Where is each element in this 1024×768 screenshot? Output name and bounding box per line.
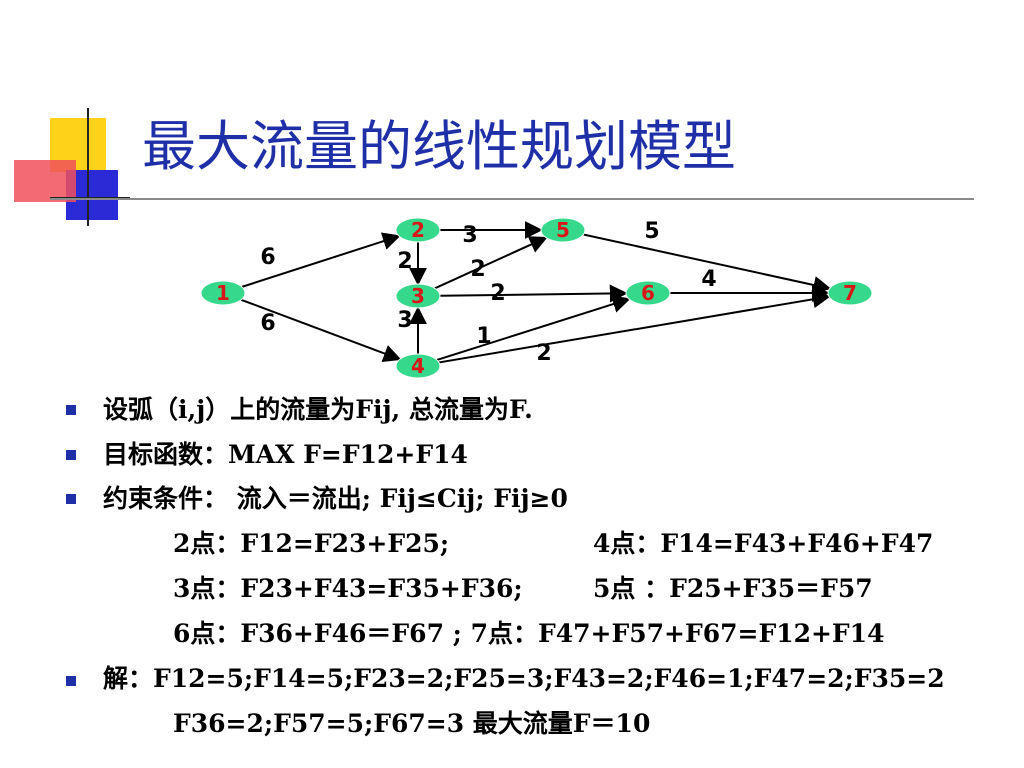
bullet-marker xyxy=(66,405,76,415)
edge-1-4 xyxy=(240,298,402,362)
red-square xyxy=(14,160,76,202)
edge-capacity-6-7: 4 xyxy=(701,267,716,292)
page-title: 最大流量的线性规划模型 xyxy=(142,115,736,178)
node-label-6: 6 xyxy=(641,281,655,305)
bullet-constraints: 约束条件： 流入＝流出; Fij≤Cij; Fij≥0 xyxy=(103,484,568,513)
edge-4-6 xyxy=(436,295,631,361)
constraint-row: 3点：F23+F43=F35+F36; 5点 ：F25+F35＝F57 xyxy=(173,573,873,605)
edge-capacity-5-7: 5 xyxy=(644,219,659,244)
node-1 xyxy=(200,280,246,306)
node-6 xyxy=(625,280,671,306)
edge-capacity-1-4: 6 xyxy=(260,311,275,336)
node-4 xyxy=(395,353,441,379)
bullet-solution: 解：F12=5;F14=5;F23=2;F25=3;F43=2;F46=1;F4… xyxy=(103,664,945,693)
node-label-5: 5 xyxy=(556,218,570,242)
edge-5-7 xyxy=(583,233,832,294)
bullet-marker xyxy=(66,450,76,460)
constraint-row: 2点：F12=F23+F25; 4点：F14=F43+F46+F47 xyxy=(173,528,933,560)
bullet-marker xyxy=(66,676,76,686)
node-2 xyxy=(395,217,441,243)
edge-capacity-2-3: 2 xyxy=(397,249,412,274)
node-label-3: 3 xyxy=(411,284,425,308)
node-3 xyxy=(395,283,441,309)
constraint-node-6-7: 6点：F36+F46＝F67 ; 7点：F47+F57+F67=F12+F14 xyxy=(173,619,885,648)
node-label-1: 1 xyxy=(216,281,230,305)
edge-3-6 xyxy=(439,284,628,303)
constraint-node-3: 3点：F23+F43=F35+F36; xyxy=(173,574,523,603)
edge-capacity-4-6: 1 xyxy=(476,324,491,349)
bullet-objective: 目标函数：MAX F=F12+F14 xyxy=(103,440,468,469)
bullet-marker xyxy=(66,494,76,504)
node-label-4: 4 xyxy=(411,354,425,378)
edge-capacity-3-6: 2 xyxy=(490,281,505,306)
edge-1-2 xyxy=(241,232,401,288)
constraint-row: 6点：F36+F46＝F67 ; 7点：F47+F57+F67=F12+F14 xyxy=(173,618,884,650)
edge-4-7 xyxy=(438,290,831,364)
edge-capacity-1-2: 6 xyxy=(260,245,275,270)
title-divider xyxy=(50,198,974,200)
node-label-2: 2 xyxy=(411,218,425,242)
bullet-flow-definition: 设弧（i,j）上的流量为Fij, 总流量为F. xyxy=(103,395,533,424)
edge-3-5 xyxy=(434,236,548,290)
edge-capacity-2-5: 3 xyxy=(462,223,477,248)
edge-capacity-4-3: 3 xyxy=(397,308,412,333)
node-label-7: 7 xyxy=(843,281,857,305)
solution-continuation: F36=2;F57=5;F67=3 最大流量F＝10 xyxy=(173,709,651,738)
constraint-node-4: 4点：F14=F43+F46+F47 xyxy=(593,529,934,558)
edge-capacity-3-5: 2 xyxy=(470,257,485,282)
constraint-node-2: 2点：F12=F23+F25; xyxy=(173,529,450,558)
edge-capacity-4-7: 2 xyxy=(536,341,551,366)
constraint-node-5: 5点 ：F25+F35＝F57 xyxy=(593,574,873,603)
node-7 xyxy=(827,280,873,306)
node-5 xyxy=(540,217,586,243)
